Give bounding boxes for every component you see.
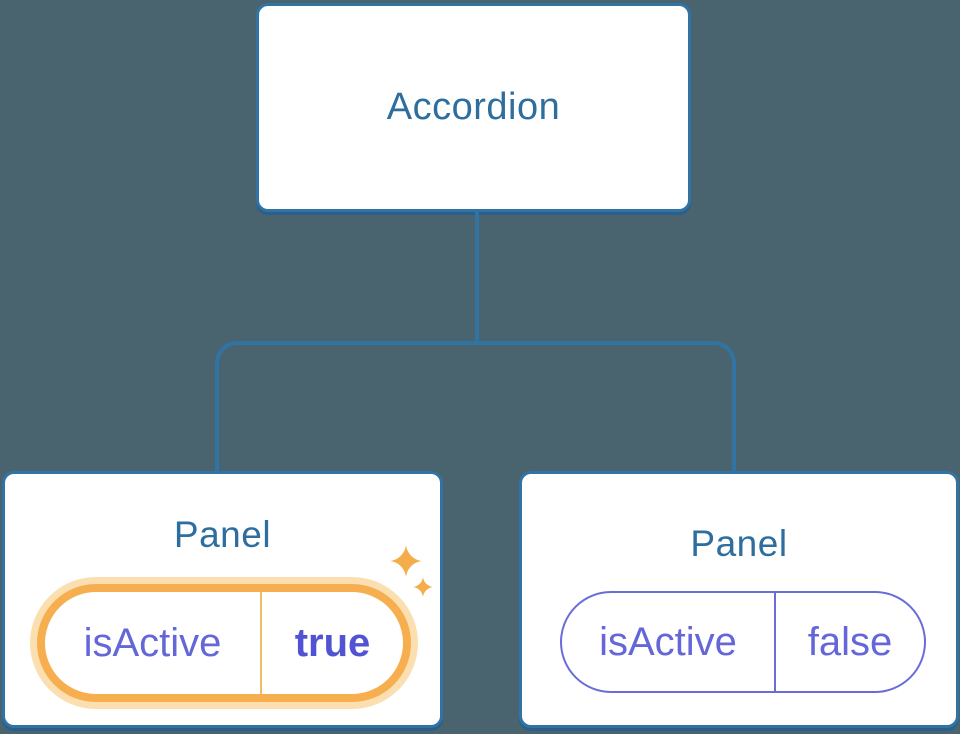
state-pill-active: isActive true xyxy=(37,584,411,702)
connector-branch-left xyxy=(215,341,479,472)
panel-node-active: Panel isActive true xyxy=(2,471,443,728)
connector-branch-right xyxy=(475,341,736,472)
state-pill-inactive: isActive false xyxy=(560,591,926,693)
panel-title: Panel xyxy=(690,523,788,564)
connector-stem xyxy=(475,209,479,345)
sparkle-icon-small xyxy=(413,577,433,597)
state-key-label: isActive xyxy=(562,593,776,691)
accordion-node-label: Accordion xyxy=(386,86,561,128)
state-value-label: true xyxy=(294,620,371,665)
state-key-label: isActive xyxy=(45,592,262,694)
state-value-label: false xyxy=(807,619,893,664)
panel-title: Panel xyxy=(173,514,272,555)
sparkle-icon-large xyxy=(390,545,422,577)
accordion-node: Accordion xyxy=(256,3,691,212)
panel-node-inactive: Panel isActive false xyxy=(519,471,959,728)
